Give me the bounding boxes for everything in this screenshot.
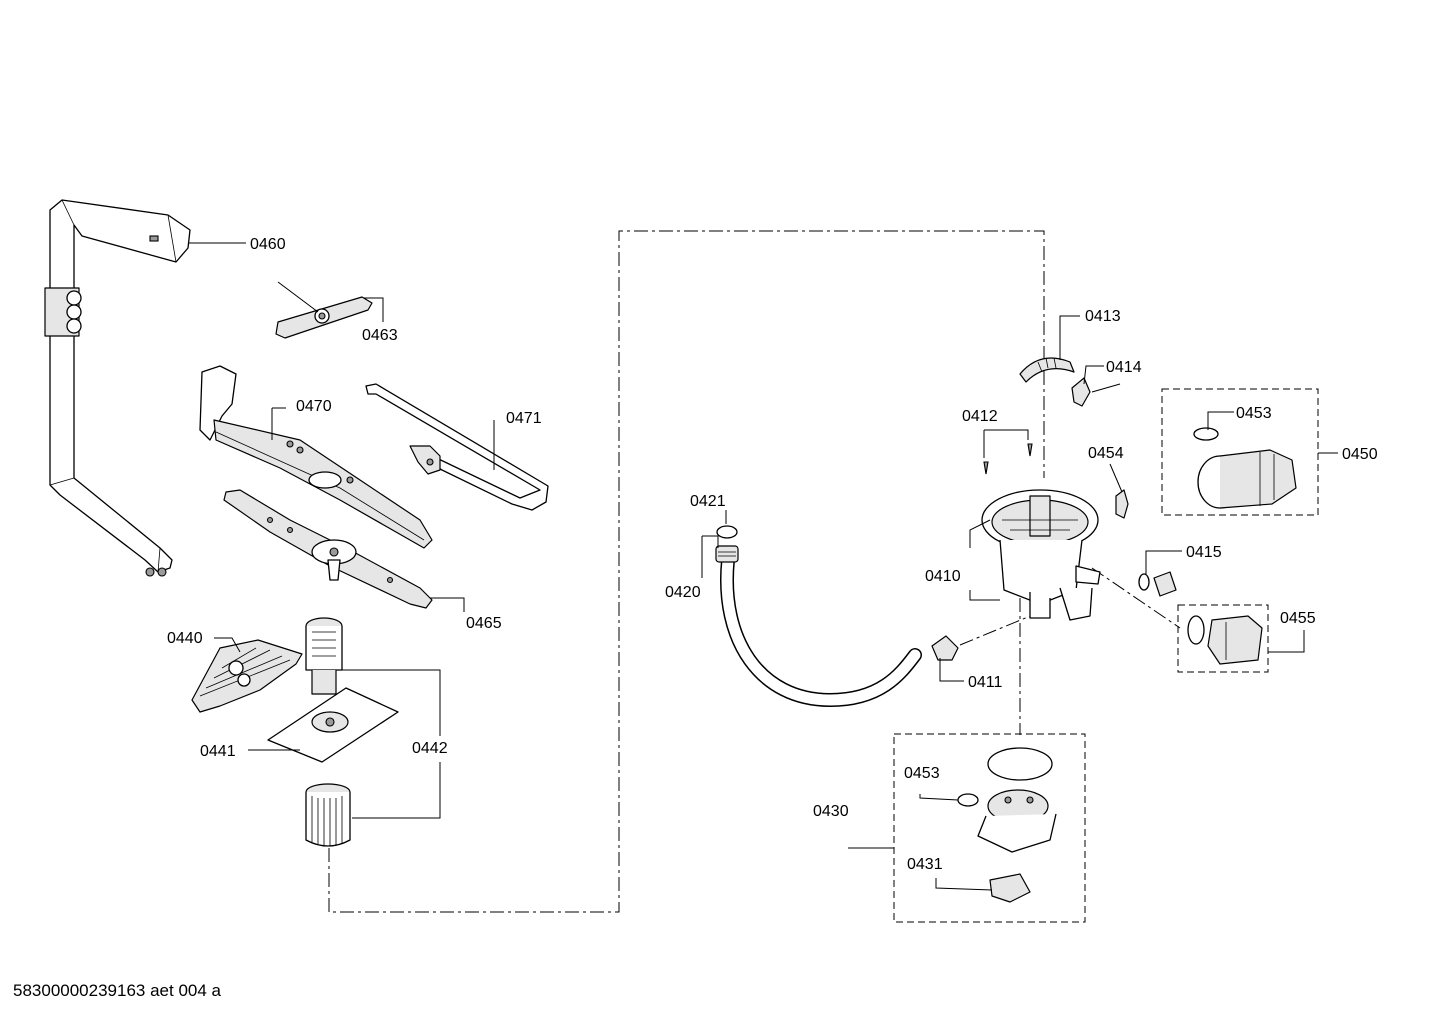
assembly-link-line-valve <box>959 611 1041 646</box>
callout-0431: 0431 <box>907 856 943 873</box>
filter-cylinder-part <box>305 617 343 695</box>
callout-0471: 0471 <box>506 410 542 427</box>
supply-pipe-part <box>44 199 191 577</box>
callout-0412: 0412 <box>962 408 998 425</box>
assembly-link-line <box>328 230 1045 913</box>
assembly-link-line-pump <box>1091 567 1181 629</box>
gasket-ring-part <box>987 747 1053 781</box>
screw-part <box>983 443 1033 475</box>
callout-0454: 0454 <box>1088 445 1124 462</box>
callout-0415: 0415 <box>1186 544 1222 561</box>
heater-housing-part <box>977 789 1057 853</box>
callout-0441: 0441 <box>200 743 236 760</box>
check-valve-part <box>1138 571 1177 597</box>
callout-0420: 0420 <box>665 584 701 601</box>
callout-0442: 0442 <box>412 740 448 757</box>
callout-0421: 0421 <box>690 493 726 510</box>
callout-0465: 0465 <box>466 615 502 632</box>
clamp-ring-part <box>957 793 979 807</box>
callout-0411: 0411 <box>968 674 1003 691</box>
small-clip-part <box>1115 489 1129 519</box>
callout-0410: 0410 <box>925 568 961 585</box>
drain-pump-box <box>1177 604 1269 673</box>
callout-0463: 0463 <box>362 327 398 344</box>
fine-filter-cartridge-part <box>305 783 351 847</box>
callout-0430: 0430 <box>813 803 849 820</box>
callout-0460: 0460 <box>250 236 286 253</box>
callout-0413: 0413 <box>1085 308 1121 325</box>
drain-hose-part <box>715 545 922 708</box>
callout-0470: 0470 <box>296 398 332 415</box>
drain-pump-part <box>1187 615 1263 665</box>
callout-0440: 0440 <box>167 630 203 647</box>
callout-0455: 0455 <box>1280 610 1316 627</box>
hose-seal-ring-part <box>716 525 738 539</box>
upper-spray-arm-part <box>199 365 433 549</box>
leader-lines <box>188 242 1338 891</box>
sump-part <box>981 489 1101 621</box>
flat-filter-plate-part <box>267 687 399 763</box>
circulation-pump-part <box>1193 427 1297 509</box>
document-id: 58300000239163 aet 004 a <box>13 981 221 1000</box>
heater-assembly-box <box>893 733 1086 923</box>
micro-filter-part <box>191 639 303 713</box>
callout-0453-heater: 0453 <box>904 765 940 782</box>
callout-0450: 0450 <box>1342 446 1378 463</box>
pump-assembly-box <box>1161 388 1319 516</box>
clip-part <box>1071 377 1091 407</box>
coupling-plate-part <box>275 296 373 339</box>
callout-0453-pump: 0453 <box>1236 405 1272 422</box>
spray-arm-guide-part <box>365 383 549 511</box>
clamp-part <box>1019 357 1075 383</box>
lower-spray-arm-part <box>223 489 433 609</box>
callout-labels: 0460 0463 0470 0471 0465 0440 0441 0442 … <box>167 236 1378 873</box>
non-return-valve-part <box>931 635 959 661</box>
callout-0414: 0414 <box>1106 359 1142 376</box>
sensor-part <box>989 873 1031 903</box>
